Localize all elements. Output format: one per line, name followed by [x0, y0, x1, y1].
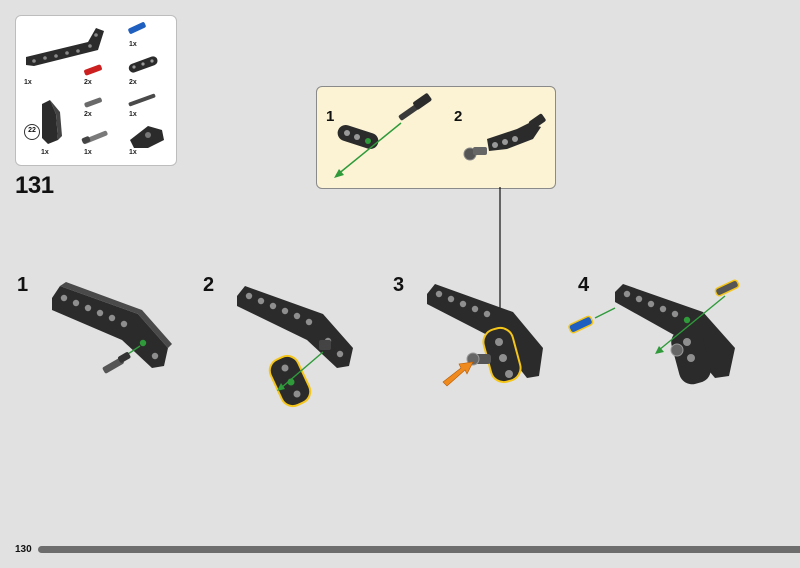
red-pin-part	[84, 64, 102, 76]
callout-step2-illustration	[463, 113, 546, 161]
long-pin-part	[81, 130, 108, 145]
gray-pin-part	[84, 97, 102, 108]
substep-4-illustration	[568, 279, 740, 385]
beam-3-part	[128, 56, 158, 73]
step-number: 131	[15, 172, 54, 199]
sub-assembly-callout: 1 2	[316, 86, 556, 189]
callout-step-number: 2	[454, 108, 463, 125]
parts-list-box: 1x 1x 2x 2x 1x 2x 1x 1x 1x 22	[15, 15, 177, 166]
gray-axle	[714, 279, 740, 297]
green-arrow	[336, 122, 402, 176]
blue-pin	[568, 315, 594, 334]
blue-pin-part	[128, 22, 146, 34]
quantity-label: 1x	[129, 111, 137, 118]
quantity-label: 1x	[129, 41, 137, 48]
quantity-label: 1x	[84, 149, 92, 156]
quantity-label: 1x	[24, 79, 32, 86]
substep-number: 2	[203, 274, 215, 296]
page-number: 130	[15, 544, 32, 555]
substep-2-illustration	[237, 286, 353, 408]
substep-number: 3	[393, 274, 405, 296]
quantity-label: 2x	[84, 111, 92, 118]
substep-number: 1	[17, 274, 29, 296]
quantity-label: 1x	[41, 149, 49, 156]
axle-part	[128, 93, 156, 107]
substep-3-illustration	[427, 284, 543, 387]
substep-number: 4	[578, 274, 590, 296]
angled-beam-part	[26, 28, 104, 66]
scale-marker-label: 22	[28, 127, 36, 134]
parts-drawings	[24, 22, 164, 148]
quantity-label: 1x	[129, 149, 137, 156]
orange-push-arrow	[442, 361, 474, 387]
scale-marker-circle	[24, 124, 40, 140]
substep-1-illustration	[52, 282, 172, 374]
half-beam-part	[130, 126, 164, 148]
quantity-label: 2x	[84, 79, 92, 86]
callout-drawings	[334, 93, 546, 178]
callout-step1-illustration	[334, 93, 432, 178]
progress-bar	[38, 546, 800, 553]
panel-part	[42, 100, 62, 144]
callout-step-number: 1	[326, 108, 335, 125]
quantity-label: 2x	[129, 79, 137, 86]
